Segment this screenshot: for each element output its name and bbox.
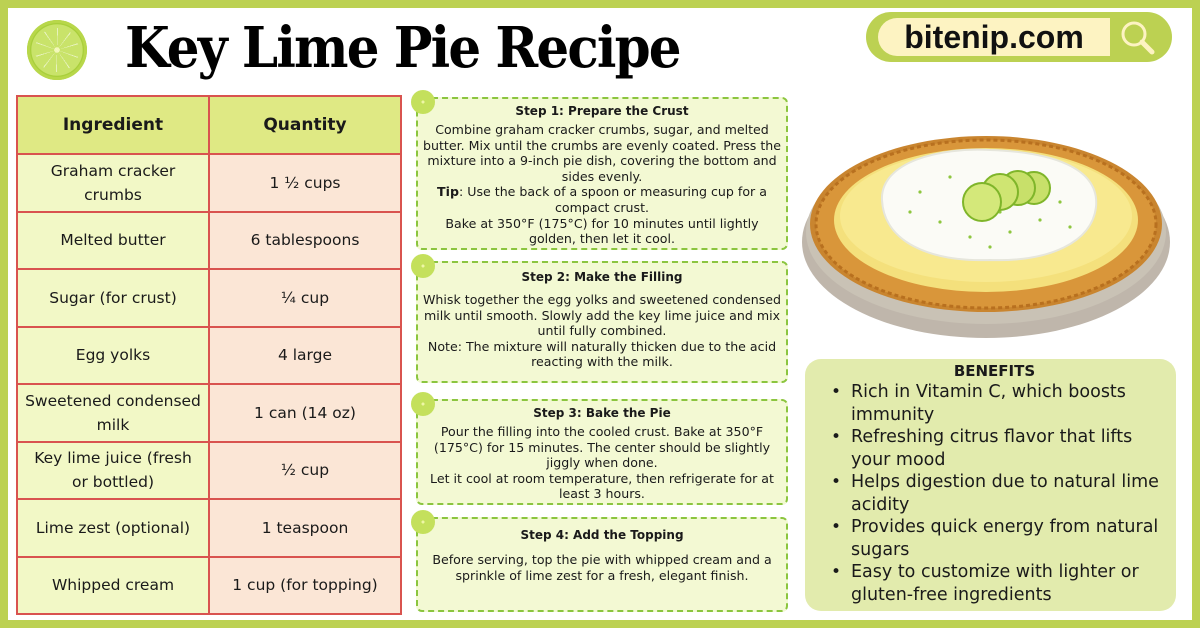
step-body: Combine graham cracker crumbs, sugar, an… [422,122,782,247]
table-row: Sugar (for crust) ¼ cup [16,268,402,328]
table-row: Melted butter 6 tablespoons [16,210,402,270]
step-instructions: Before serving, top the pie with whipped… [432,552,772,583]
lime-slice-icon [411,392,435,416]
ingredient-cell: Graham cracker crumbs [16,153,210,213]
step-body: Before serving, top the pie with whipped… [422,552,782,583]
step-body: Pour the filling into the cooled crust. … [422,424,782,502]
benefits-title: BENEFITS [953,362,1036,380]
ingredient-cell: Egg yolks [16,325,210,385]
step-title: Step 2: Make the Filling [521,270,683,284]
lime-slice-icon [411,254,435,278]
table-row: Key lime juice (fresh or bottled) ½ cup [16,440,402,500]
benefit-item: Refreshing citrus flavor that lifts your… [823,426,1166,471]
quantity-cell: 1 cup (for topping) [208,555,402,615]
page-title: Key Lime Pie Recipe [125,15,682,81]
pie-illustration [802,136,1170,338]
step-card-1: Step 1: Prepare the Crust Combine graham… [411,90,788,250]
step-instructions: Pour the filling into the cooled crust. … [433,424,771,471]
quantity-cell: 1 can (14 oz) [208,383,402,443]
ingredient-cell: Whipped cream [16,555,210,615]
step-card-3: Step 3: Bake the Pie Pour the filling in… [411,392,788,505]
quantity-cell: 4 large [208,325,402,385]
benefit-item: Provides quick energy from natural sugar… [823,516,1166,561]
step-note: Note: The mixture will naturally thicken… [427,338,777,370]
step-card-4: Step 4: Add the Topping Before serving, … [411,510,788,612]
step-title: Step 1: Prepare the Crust [515,104,689,118]
column-header-ingredient: Ingredient [16,95,210,155]
lime-slice-icon [411,510,435,534]
quantity-cell: 1 ½ cups [208,153,402,213]
tip-label: Tip [437,184,459,200]
lime-slice-icon [411,90,435,114]
column-header-quantity: Quantity [208,95,402,155]
site-name[interactable]: bitenip.com [878,18,1110,56]
step-title: Step 4: Add the Topping [520,528,684,542]
ingredient-cell: Melted butter [16,210,210,270]
ingredient-cell: Sugar (for crust) [16,268,210,328]
step-extra: Let it cool at room temperature, then re… [430,470,774,502]
ingredients-table: Ingredient Quantity Graham cracker crumb… [16,95,402,615]
table-row: Egg yolks 4 large [16,325,402,385]
benefit-item: Easy to customize with lighter or gluten… [823,561,1166,606]
quantity-cell: ½ cup [208,440,402,500]
tip-text: : Use the back of a spoon or measuring c… [458,184,767,215]
table-row: Sweetened condensed milk 1 can (14 oz) [16,383,402,443]
step-extra: Bake at 350°F (175°C) for 10 minutes unt… [445,215,759,247]
table-row: Whipped cream 1 cup (for topping) [16,555,402,615]
ingredient-cell: Sweetened condensed milk [16,383,210,443]
ingredient-cell: Key lime juice (fresh or bottled) [16,440,210,500]
quantity-cell: ¼ cup [208,268,402,328]
benefit-item: Helps digestion due to natural lime acid… [823,471,1166,516]
benefits-list: Rich in Vitamin C, which boosts immunity… [823,381,1166,606]
quantity-cell: 6 tablespoons [208,210,402,270]
quantity-cell: 1 teaspoon [208,498,402,558]
ingredient-cell: Lime zest (optional) [16,498,210,558]
step-tip: Tip: Use the back of a spoon or measurin… [422,184,782,215]
step-instructions: Combine graham cracker crumbs, sugar, an… [422,122,782,184]
step-instructions: Whisk together the egg yolks and sweeten… [422,292,782,339]
table-header-row: Ingredient Quantity [16,95,402,155]
step-title: Step 3: Bake the Pie [533,406,671,420]
lime-slice-icon [27,20,87,80]
step-body: Whisk together the egg yolks and sweeten… [422,292,782,370]
magnifier-icon[interactable] [1118,18,1158,58]
benefit-item: Rich in Vitamin C, which boosts immunity [823,381,1166,426]
benefits-panel: BENEFITS Rich in Vitamin C, which boosts… [805,359,1176,611]
key-lime-pie-photo [800,92,1172,354]
site-search-bar[interactable]: bitenip.com [866,12,1172,62]
table-row: Lime zest (optional) 1 teaspoon [16,498,402,558]
step-card-2: Step 2: Make the Filling Whisk together … [411,254,788,383]
table-row: Graham cracker crumbs 1 ½ cups [16,153,402,213]
